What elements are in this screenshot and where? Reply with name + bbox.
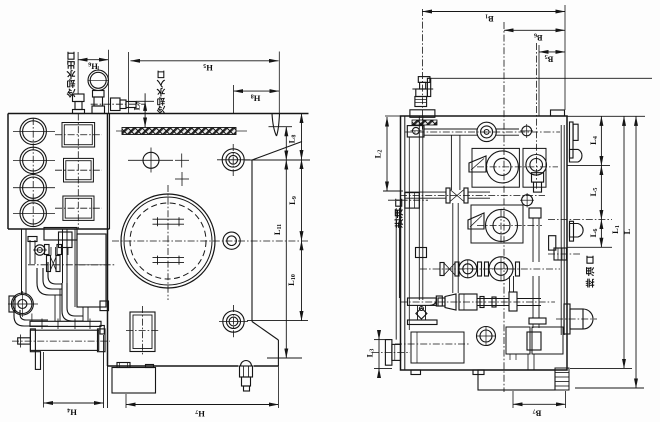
- svg-text:B6: B6: [534, 32, 543, 43]
- svg-text:H7: H7: [195, 408, 205, 419]
- svg-text:冷: 冷: [66, 87, 75, 98]
- svg-text:水: 水: [156, 87, 165, 98]
- svg-text:口: 口: [585, 255, 594, 265]
- svg-text:L11: L11: [272, 224, 283, 235]
- svg-text:H5: H5: [203, 62, 213, 73]
- svg-text:L8: L8: [287, 135, 298, 144]
- svg-text:L7: L7: [132, 102, 143, 111]
- svg-text:进: 进: [394, 218, 403, 229]
- svg-text:却: 却: [66, 78, 75, 89]
- svg-text:L5: L5: [588, 188, 599, 197]
- svg-text:排: 排: [585, 278, 594, 289]
- svg-text:H6: H6: [88, 60, 98, 71]
- svg-text:口: 口: [157, 70, 166, 80]
- svg-text:口: 口: [394, 198, 403, 208]
- svg-text:L9: L9: [287, 196, 298, 205]
- svg-text:水: 水: [66, 69, 76, 80]
- svg-text:L10: L10: [286, 274, 297, 286]
- svg-text:L: L: [622, 228, 632, 234]
- svg-text:H8: H8: [251, 92, 261, 103]
- svg-text:入: 入: [156, 78, 165, 88]
- svg-text:油: 油: [394, 208, 403, 219]
- svg-text:油: 油: [585, 266, 594, 277]
- svg-text:L3: L3: [365, 349, 376, 358]
- svg-text:却: 却: [156, 96, 165, 107]
- svg-text:L6: L6: [588, 229, 599, 238]
- svg-text:B5: B5: [545, 53, 554, 64]
- svg-text:L4: L4: [588, 136, 599, 145]
- svg-text:冷: 冷: [156, 105, 165, 116]
- svg-text:H4: H4: [67, 406, 77, 417]
- svg-text:B1: B1: [485, 13, 494, 24]
- svg-text:L1: L1: [610, 225, 621, 234]
- svg-text:L2: L2: [373, 150, 384, 159]
- svg-text:B7: B7: [533, 407, 542, 418]
- svg-text:口: 口: [66, 51, 75, 61]
- svg-text:出: 出: [66, 60, 75, 71]
